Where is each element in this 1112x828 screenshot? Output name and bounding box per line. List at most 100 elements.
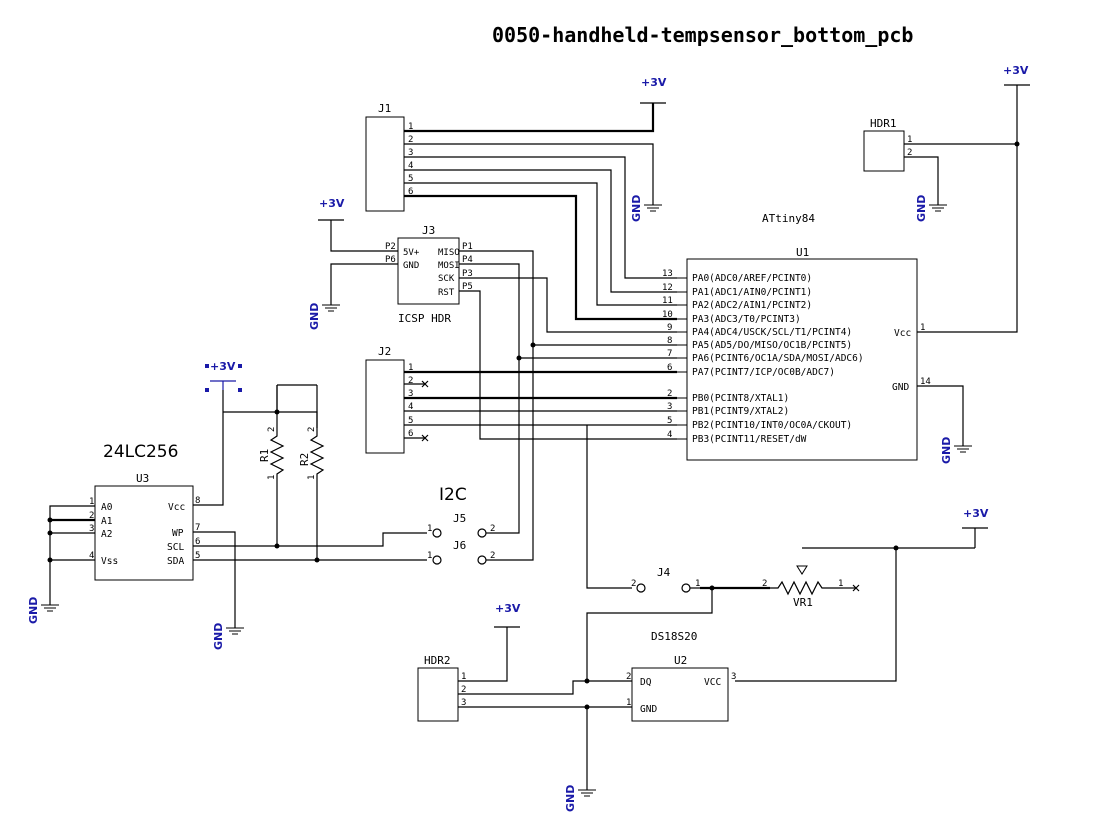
svg-text:+3V: +3V xyxy=(641,76,667,89)
u1-pin-number: 13 xyxy=(662,269,673,279)
svg-text:J3: J3 xyxy=(422,224,435,237)
svg-text:+3V: +3V xyxy=(495,602,521,615)
u3-24lc256[interactable]: 24LC256 U3 1 A0 2 A1 3 A2 4 Vss Vcc 8 WP… xyxy=(89,442,200,581)
svg-text:4: 4 xyxy=(408,161,413,171)
svg-text:GND: GND xyxy=(564,785,577,812)
u2-part: DS18S20 xyxy=(651,630,697,643)
svg-text:1: 1 xyxy=(89,497,94,507)
svg-text:WP: WP xyxy=(172,528,184,539)
potentiometer-vr1[interactable]: VR1 2 1 xyxy=(762,565,843,609)
jumper-j5[interactable]: J5 1 2 xyxy=(427,512,495,538)
j3-name: ICSP HDR xyxy=(398,312,451,325)
u3-part: 24LC256 xyxy=(103,442,178,462)
supply-eeprom-selected: +3V xyxy=(205,360,242,392)
svg-text:Vss: Vss xyxy=(101,556,118,567)
svg-text:P4: P4 xyxy=(462,255,473,265)
svg-text:2: 2 xyxy=(762,579,767,589)
u1-pin-name: PA3(ADC3/T0/PCINT3) xyxy=(692,314,801,325)
u1-pin-name: PA5(AD5/DO/MISO/OC1B/PCINT5) xyxy=(692,340,852,351)
svg-text:1: 1 xyxy=(626,698,631,708)
svg-text:3: 3 xyxy=(461,698,466,708)
ground-u3-wp: GND xyxy=(212,623,245,650)
ground-u3-left: GND xyxy=(27,597,60,624)
svg-text:3: 3 xyxy=(408,148,413,158)
ground-u1: GND xyxy=(940,437,973,464)
svg-text:+3V: +3V xyxy=(319,197,345,210)
j1-connector[interactable]: J1 1 2 3 4 5 6 xyxy=(365,102,413,212)
resistor-r2[interactable]: R2 1 2 xyxy=(298,427,325,480)
svg-text:GND: GND xyxy=(308,303,321,330)
svg-text:A0: A0 xyxy=(101,502,113,513)
supply-top-center: +3V xyxy=(640,76,667,104)
svg-text:2: 2 xyxy=(307,427,317,432)
svg-text:VR1: VR1 xyxy=(793,596,813,609)
resistor-r1[interactable]: R1 1 2 xyxy=(258,427,285,480)
schematic-title: 0050-handheld-tempsensor_bottom_pcb xyxy=(492,23,913,47)
u1-pin-name: PA1(ADC1/AIN0/PCINT1) xyxy=(692,287,812,298)
svg-text:7: 7 xyxy=(195,523,200,533)
svg-text:3: 3 xyxy=(89,524,94,534)
svg-text:2: 2 xyxy=(267,427,277,432)
junctions xyxy=(47,141,1020,710)
j3-icsp-header[interactable]: J3 P2 5V+ P6 GND MISO P1 MOSI P4 SCK P3 … xyxy=(385,224,473,325)
svg-text:1: 1 xyxy=(461,672,466,682)
supply-bottom-center: +3V xyxy=(494,602,521,628)
svg-text:J4: J4 xyxy=(657,566,671,579)
svg-text:1: 1 xyxy=(920,323,925,333)
svg-text:VCC: VCC xyxy=(704,677,721,688)
u2-ds18s20[interactable]: DS18S20 U2 DQ 2 GND 1 VCC 3 xyxy=(626,630,736,722)
svg-text:SCL: SCL xyxy=(167,542,184,553)
svg-text:2: 2 xyxy=(631,579,636,589)
svg-text:A2: A2 xyxy=(101,529,112,540)
svg-text:Vcc: Vcc xyxy=(894,328,911,339)
svg-text:5: 5 xyxy=(408,416,413,426)
svg-text:+3V: +3V xyxy=(1003,64,1029,77)
jumper-j4[interactable]: J4 2 1 xyxy=(631,566,700,593)
u1-pin-number: 3 xyxy=(667,402,672,412)
svg-text:GND: GND xyxy=(212,623,225,650)
i2c-label: I2C xyxy=(439,485,467,505)
svg-text:MOSI: MOSI xyxy=(438,261,460,271)
svg-text:R2: R2 xyxy=(298,453,311,466)
supply-bottom-right: +3V xyxy=(962,507,989,529)
svg-text:6: 6 xyxy=(408,187,413,197)
u1-pin-name: PA6(PCINT6/OC1A/SDA/MOSI/ADC6) xyxy=(692,353,864,364)
svg-text:J6: J6 xyxy=(453,539,466,552)
svg-text:2: 2 xyxy=(490,551,495,561)
svg-text:GND: GND xyxy=(403,261,419,271)
u1-pin-number: 12 xyxy=(662,283,673,293)
u1-pin-name: PB2(PCINT10/INT0/OC0A/CKOUT) xyxy=(692,420,852,431)
svg-text:+3V: +3V xyxy=(210,360,236,373)
svg-text:1: 1 xyxy=(427,524,432,534)
svg-text:1: 1 xyxy=(427,551,432,561)
svg-text:4: 4 xyxy=(408,402,413,412)
svg-text:J1: J1 xyxy=(378,102,391,115)
svg-text:1: 1 xyxy=(695,579,700,589)
u1-pin-name: PB3(PCINT11/RESET/dW xyxy=(692,434,807,445)
supply-left-icsp: +3V xyxy=(318,197,345,221)
svg-text:P2: P2 xyxy=(385,242,396,252)
u1-pin-name: PA4(ADC4/USCK/SCL/T1/PCINT4) xyxy=(692,327,852,338)
ground-icsp: GND xyxy=(308,303,341,330)
jumper-j6[interactable]: J6 1 2 xyxy=(427,539,495,565)
svg-text:SCK: SCK xyxy=(438,274,455,284)
svg-text:A1: A1 xyxy=(101,516,113,527)
svg-text:MISO: MISO xyxy=(438,248,460,258)
svg-text:P5: P5 xyxy=(462,282,473,292)
svg-text:1: 1 xyxy=(408,363,413,373)
u3-ref: U3 xyxy=(136,472,149,485)
svg-text:2: 2 xyxy=(408,135,413,145)
svg-text:J5: J5 xyxy=(453,512,466,525)
supply-top-right: +3V xyxy=(1003,64,1030,86)
hdr2-header[interactable]: HDR2 1 2 3 xyxy=(417,654,466,722)
svg-text:SDA: SDA xyxy=(167,556,184,567)
svg-text:6: 6 xyxy=(195,537,200,547)
svg-text:P1: P1 xyxy=(462,242,473,252)
svg-text:5: 5 xyxy=(408,174,413,184)
j2-connector[interactable]: J2 1 2 3 4 5 6 xyxy=(365,345,413,454)
u1-pin-name: PB1(PCINT9/XTAL2) xyxy=(692,406,789,417)
svg-text:3: 3 xyxy=(408,389,413,399)
u1-pin-number: 9 xyxy=(667,323,672,333)
hdr1-header[interactable]: HDR1 1 2 xyxy=(863,117,912,172)
